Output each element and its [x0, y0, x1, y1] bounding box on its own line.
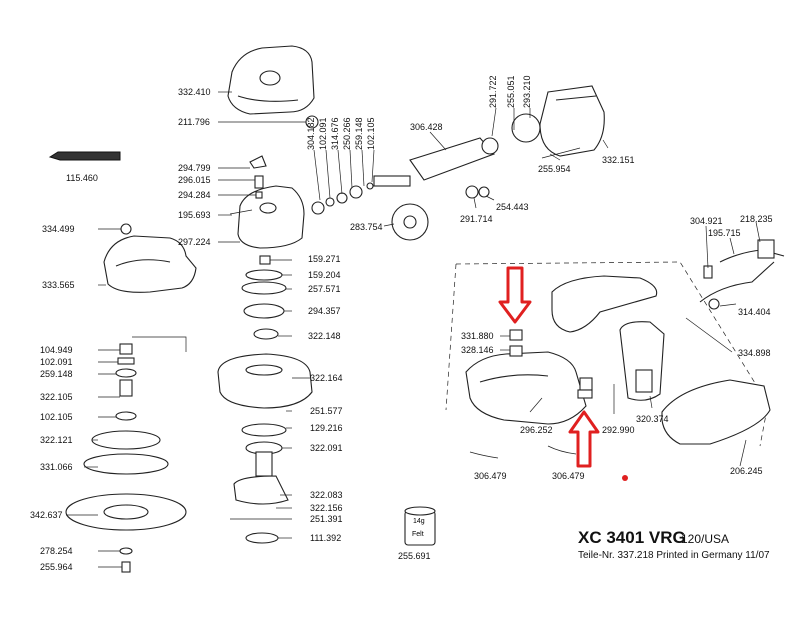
part-label: 195.693 [178, 210, 211, 220]
part-label: 332.410 [178, 87, 211, 97]
red-dot-mark [622, 475, 628, 481]
left-spindle-stack [65, 343, 187, 573]
cord-leads [469, 445, 577, 459]
brush-holder-part [509, 329, 593, 399]
part-label: 159.271 [308, 254, 341, 264]
part-label: 342.637 [30, 510, 63, 520]
side-handle-part [103, 235, 197, 293]
armature-bearings [311, 182, 490, 215]
part-label: 297.224 [178, 237, 211, 247]
fan-part [391, 203, 429, 241]
part-label: 206.245 [730, 466, 763, 476]
gear-housing-part [465, 351, 587, 425]
part-label: 255.954 [538, 164, 571, 174]
part-label: 322.083 [310, 490, 343, 500]
part-label: 294.357 [308, 306, 341, 316]
part-label: 306.428 [410, 122, 443, 132]
footer-text: Teile-Nr. 337.218 Printed in Germany 11/… [578, 550, 770, 561]
part-label: 328.146 [461, 345, 494, 355]
armature-part [373, 137, 499, 187]
part-label: 304.921 [690, 216, 723, 226]
part-label: 102.091 [40, 357, 73, 367]
felt-name-label: Felt [412, 531, 424, 538]
red-arrow-down [498, 266, 532, 324]
part-label: 255.691 [398, 551, 431, 561]
part-label: 322.156 [310, 503, 343, 513]
part-label: 322.164 [310, 373, 343, 383]
part-label: 322.148 [308, 331, 341, 341]
part-label: 314.676 [330, 117, 340, 150]
part-label: 259.148 [40, 369, 73, 379]
part-label: 259.148 [354, 117, 364, 150]
part-label: 293.210 [522, 75, 532, 108]
part-label: 296.252 [520, 425, 553, 435]
center-gear-stack [217, 255, 313, 544]
part-label: 294.284 [178, 190, 211, 200]
part-label: 291.722 [488, 75, 498, 108]
head-part [237, 185, 305, 249]
switch-part [619, 321, 665, 401]
part-label: 334.898 [738, 348, 771, 358]
part-label: 322.105 [40, 392, 73, 402]
part-label: 218.235 [740, 214, 773, 224]
part-label: 102.105 [40, 412, 73, 422]
part-label: 129.216 [310, 423, 343, 433]
part-label: 250.266 [342, 117, 352, 150]
part-label: 283.754 [350, 222, 383, 232]
felt-size-label: 14g [413, 518, 425, 525]
rear-cover-part [661, 379, 771, 445]
dashed-outline [445, 261, 769, 447]
model-title: XC 3401 VRG [578, 528, 686, 547]
part-label: 331.066 [40, 462, 73, 472]
part-label: 102.105 [366, 117, 376, 150]
part-label: 334.499 [42, 224, 75, 234]
part-label: 331.880 [461, 331, 494, 341]
part-label: 291.714 [460, 214, 493, 224]
part-label: 111.392 [310, 533, 341, 543]
part-label: 332.151 [602, 155, 635, 165]
part-label: 251.577 [310, 406, 343, 416]
part-label: 322.121 [40, 435, 73, 445]
part-label: 104.949 [40, 345, 73, 355]
part-label: 211.796 [178, 117, 210, 127]
red-arrow-up [568, 410, 600, 468]
part-label: 255.964 [40, 562, 73, 572]
part-label: 306.479 [474, 471, 507, 481]
part-label: 333.565 [42, 280, 75, 290]
part-label: 195.715 [708, 228, 741, 238]
allen-key-part [48, 151, 121, 161]
part-label: 257.571 [308, 284, 341, 294]
part-label: 320.374 [636, 414, 669, 424]
part-label: 292.990 [602, 425, 635, 435]
head-knob-part [249, 155, 267, 199]
part-label: 255.051 [506, 75, 516, 108]
grip-screw-part [120, 223, 132, 235]
part-labels: 332.410 211.796 115.460 294.799 296.015 … [30, 75, 773, 572]
part-label: 314.404 [738, 307, 771, 317]
leader-lines [66, 91, 761, 568]
part-label: 296.015 [178, 175, 211, 185]
part-label: 294.799 [178, 163, 211, 173]
part-label: 306.479 [552, 471, 585, 481]
top-cover-part [227, 45, 315, 115]
part-label: 322.091 [310, 443, 343, 453]
part-label: 115.460 [66, 173, 98, 183]
model-variant: 120/USA [681, 532, 730, 546]
power-cord-part [699, 239, 785, 310]
field-housing-part [511, 85, 605, 159]
part-label: 159.204 [308, 270, 341, 280]
part-label: 251.391 [310, 514, 343, 524]
part-label: 278.254 [40, 546, 73, 556]
head-bolt-part [229, 209, 253, 215]
felt-tub: 14g Felt [404, 506, 436, 546]
motor-housing-part [551, 275, 658, 333]
part-label: 254.443 [496, 202, 529, 212]
part-label: 102.091 [318, 117, 328, 150]
part-label: 304.182 [306, 117, 316, 150]
